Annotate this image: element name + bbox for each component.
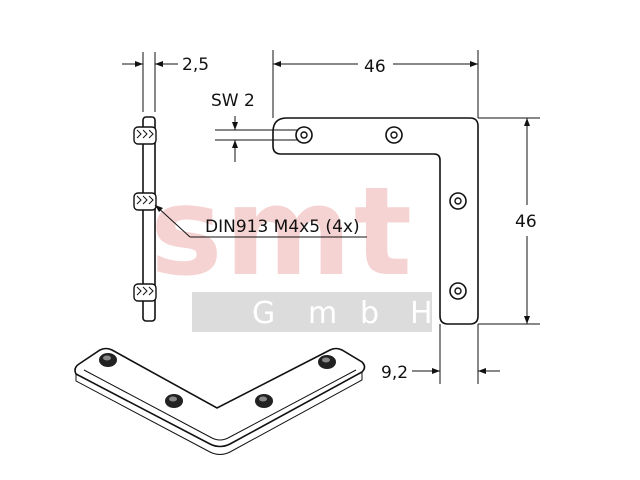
watermark: smt G m b H xyxy=(150,161,433,332)
callout-part-spec: DIN913 M4x5 (4x) xyxy=(205,217,360,237)
watermark-letter-g: G xyxy=(252,296,275,331)
watermark-letter-b: b xyxy=(360,296,379,331)
iso-screw-4 xyxy=(318,355,336,369)
dim-height: 46 xyxy=(515,212,537,232)
iso-screw-1 xyxy=(99,353,117,367)
iso-plate-top xyxy=(74,347,366,448)
hole-1 xyxy=(295,126,313,144)
dim-wrench-size: SW 2 xyxy=(211,91,255,111)
watermark-brand: smt xyxy=(150,161,414,303)
iso-screw-3 xyxy=(255,394,273,408)
isometric-view xyxy=(74,347,366,455)
dim-thickness: 2,5 xyxy=(182,55,209,75)
watermark-letter-m: m xyxy=(308,296,337,331)
front-view: 46 46 SW 2 9,2 xyxy=(211,50,540,384)
iso-screw-2 xyxy=(165,394,183,408)
l-plate xyxy=(272,117,479,325)
side-screw-1 xyxy=(133,126,157,145)
side-screw-3 xyxy=(133,283,157,302)
hole-2 xyxy=(385,126,403,144)
hole-4 xyxy=(449,282,467,300)
dim-width: 46 xyxy=(364,57,386,77)
dim-edge-offset: 9,2 xyxy=(381,363,408,383)
watermark-letter-h: H xyxy=(410,296,433,331)
hole-3 xyxy=(449,192,467,210)
watermark-band xyxy=(192,292,432,332)
side-screw-2 xyxy=(133,192,157,211)
callout: DIN913 M4x5 (4x) xyxy=(154,204,367,238)
side-plate xyxy=(142,116,156,322)
side-view: 2,5 xyxy=(122,52,209,322)
